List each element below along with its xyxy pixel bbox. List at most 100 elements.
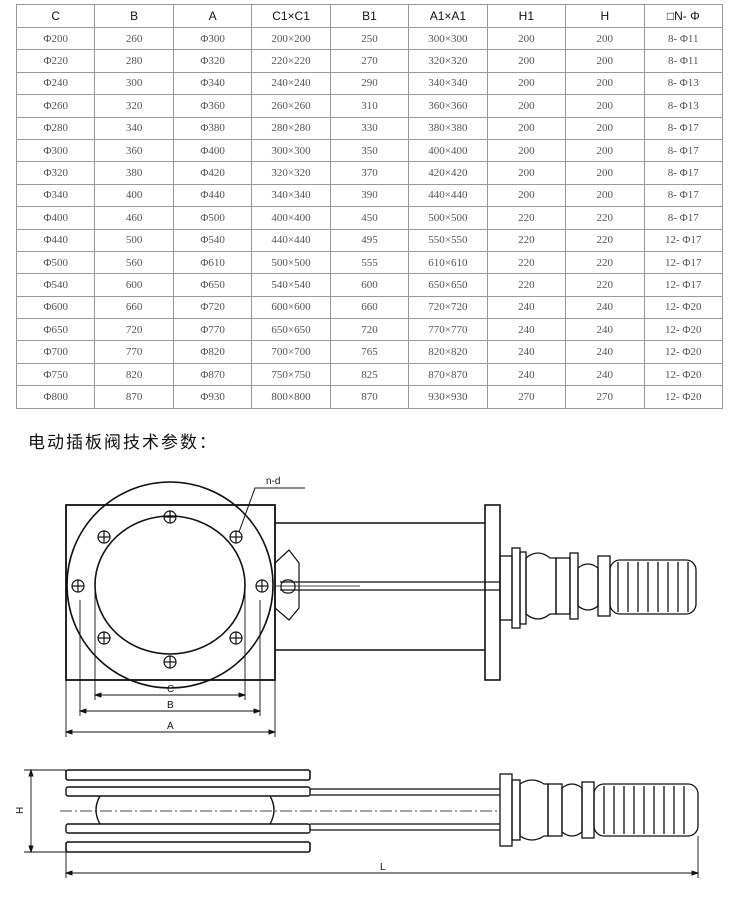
col-header-bolts: □N- Φ <box>643 4 723 28</box>
table-cell: 720×720 <box>408 295 488 320</box>
table-cell: 720 <box>94 318 174 342</box>
table-cell: Φ320 <box>15 161 96 185</box>
table-cell: 12- Φ17 <box>643 273 723 297</box>
table-cell: 200 <box>486 161 567 185</box>
table-cell: 340×340 <box>251 183 331 208</box>
table-cell: 200 <box>486 71 567 96</box>
table-cell: 360 <box>94 138 174 163</box>
table-cell: Φ360 <box>172 94 253 118</box>
top-view-dimensions <box>64 590 277 737</box>
table-cell: Φ220 <box>15 49 96 73</box>
table-cell: 240 <box>565 318 645 342</box>
table-cell: 8- Φ11 <box>643 49 723 73</box>
table-cell: Φ650 <box>15 318 96 342</box>
table-cell: 870 <box>329 385 410 409</box>
table-cell: 300 <box>94 71 174 96</box>
table-cell: 12- Φ20 <box>643 340 723 364</box>
table-cell: 240 <box>565 362 645 387</box>
table-cell: Φ540 <box>172 228 253 252</box>
table-cell: Φ610 <box>172 250 253 275</box>
table-cell: 400×400 <box>251 206 331 230</box>
table-cell: 8- Φ13 <box>643 94 723 118</box>
table-cell: 400 <box>94 183 174 208</box>
table-cell: 8- Φ17 <box>643 183 723 208</box>
table-cell: 350 <box>329 138 410 163</box>
table-cell: 270 <box>329 49 410 73</box>
table-cell: 200 <box>486 138 567 163</box>
actuator-drive <box>499 547 697 629</box>
table-cell: Φ650 <box>172 273 253 297</box>
table-cell: 220 <box>565 206 645 230</box>
motor <box>609 559 697 615</box>
table-cell: 500×500 <box>251 250 331 275</box>
table-cell: Φ200 <box>15 26 96 51</box>
table-cell: Φ380 <box>172 116 253 140</box>
table-cell: 500×500 <box>408 206 488 230</box>
table-cell: 440×440 <box>408 183 488 208</box>
table-cell: 800×800 <box>251 385 331 409</box>
table-cell: 12- Φ20 <box>643 362 723 387</box>
table-cell: 770 <box>94 340 174 364</box>
table-cell: Φ930 <box>172 385 253 409</box>
bolt-hole <box>71 579 85 593</box>
table-cell: 600 <box>329 273 410 297</box>
bolt-hole <box>163 510 177 524</box>
table-cell: 495 <box>329 228 410 252</box>
table-cell: 200×200 <box>251 26 331 51</box>
table-cell: Φ260 <box>15 94 96 118</box>
section-heading: 电动插板阀技术参数： <box>28 433 218 453</box>
bottom-flange <box>65 841 311 853</box>
table-cell: 260 <box>94 26 174 51</box>
table-cell: Φ420 <box>172 161 253 185</box>
table-cell: Φ720 <box>172 295 253 320</box>
table-cell: 400×400 <box>408 138 488 163</box>
table-cell: 260×260 <box>251 94 331 118</box>
table-cell: Φ540 <box>15 273 96 297</box>
table-cell: 200 <box>565 49 645 73</box>
table-cell: 240 <box>565 340 645 364</box>
col-header-c1: C1×C1 <box>251 4 331 28</box>
stem-bracket <box>274 549 300 621</box>
side-view <box>24 768 700 878</box>
dim-l <box>64 836 700 878</box>
table-cell: 270 <box>486 385 567 409</box>
table-cell: Φ870 <box>172 362 253 387</box>
table-cell: 870×870 <box>408 362 488 387</box>
table-cell: 555 <box>329 250 410 275</box>
table-cell: 220 <box>486 206 567 230</box>
bolt-holes <box>71 510 269 669</box>
top-view <box>64 481 697 737</box>
table-cell: Φ340 <box>172 71 253 96</box>
table-cell: Φ300 <box>15 138 96 163</box>
table-cell: Φ700 <box>15 340 96 364</box>
table-cell: 220 <box>565 273 645 297</box>
table-cell: Φ320 <box>172 49 253 73</box>
table-cell: 200 <box>486 49 567 73</box>
table-cell: 340 <box>94 116 174 140</box>
dim-label-b: B <box>167 700 174 711</box>
table-cell: 200 <box>486 116 567 140</box>
col-header-h: H <box>565 4 645 28</box>
table-cell: Φ440 <box>15 228 96 252</box>
table-cell: 240 <box>486 295 567 320</box>
table-cell: 220 <box>486 228 567 252</box>
bolt-hole <box>255 579 269 593</box>
table-cell: 360×360 <box>408 94 488 118</box>
table-cell: 420×420 <box>408 161 488 185</box>
bolt-hole <box>163 655 177 669</box>
table-cell: 320×320 <box>251 161 331 185</box>
table-cell: 930×930 <box>408 385 488 409</box>
table-cell: 290 <box>329 71 410 96</box>
table-cell: 200 <box>565 94 645 118</box>
table-cell: 450 <box>329 206 410 230</box>
table-cell: 320 <box>94 94 174 118</box>
table-cell: Φ340 <box>15 183 96 208</box>
table-cell: 750×750 <box>251 362 331 387</box>
table-cell: 550×550 <box>408 228 488 252</box>
